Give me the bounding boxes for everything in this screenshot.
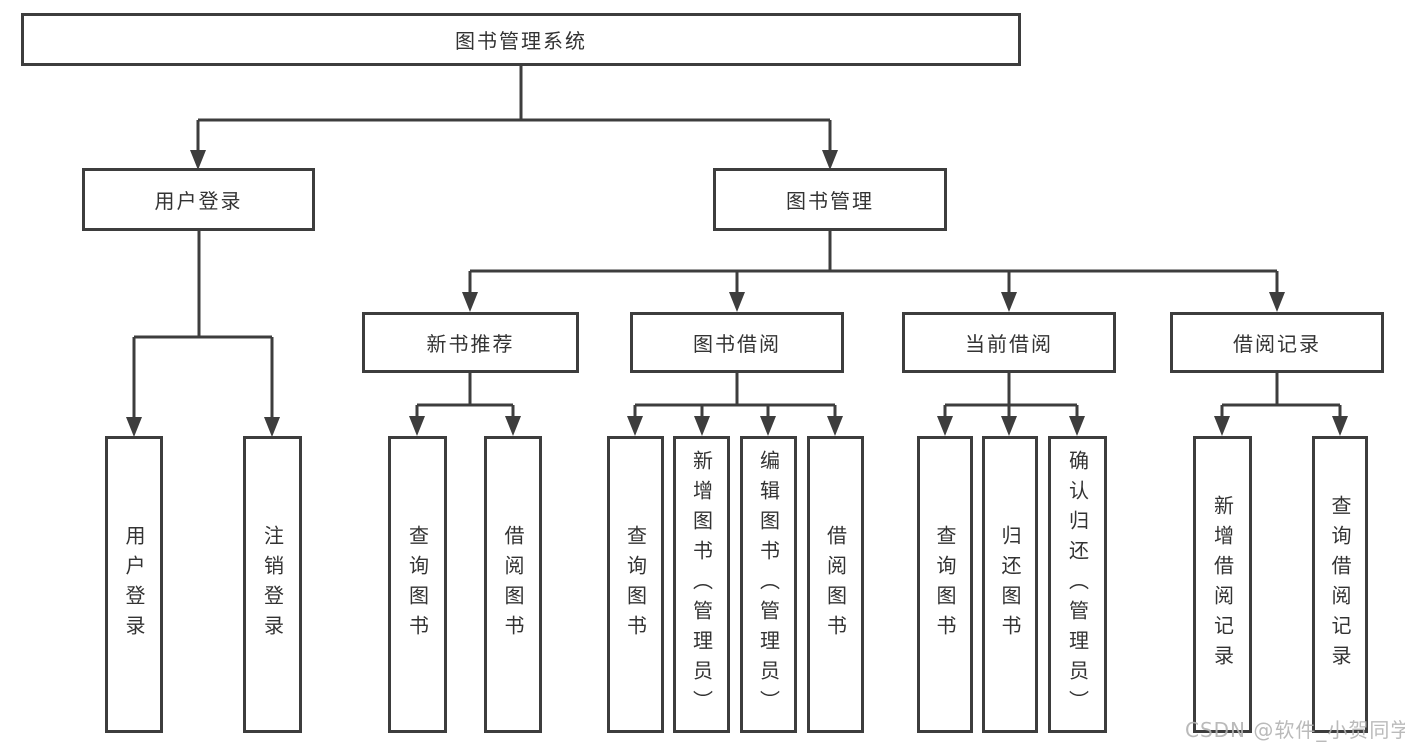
leaf-query-books-recommend: 查询图书 [388, 436, 447, 733]
arrowhead [694, 416, 710, 436]
leaf-query-books-borrow: 查询图书 [607, 436, 664, 733]
connector-borrow-records [1220, 373, 1342, 418]
leaf-borrow-books: 借阅图书 [807, 436, 864, 733]
arrowhead [1332, 416, 1348, 436]
arrowhead [264, 417, 280, 437]
leaf-add-books-admin: 新增图书（管理员） [673, 436, 730, 733]
leaf-add-borrow-record: 新增借阅记录 [1193, 436, 1252, 733]
leaf-confirm-return-admin: 确认归还（管理员） [1048, 436, 1107, 733]
connector-book-borrow [633, 373, 837, 418]
node-borrow-records: 借阅记录 [1170, 312, 1384, 373]
leaf-logout: 注销登录 [243, 436, 302, 733]
connector-current-borrow [943, 373, 1079, 418]
leaf-query-books-current: 查询图书 [917, 436, 973, 733]
arrowhead [827, 416, 843, 436]
arrowhead [126, 417, 142, 437]
arrowhead [1269, 292, 1285, 312]
arrowhead [190, 150, 206, 170]
leaf-query-borrow-record: 查询借阅记录 [1312, 436, 1368, 733]
arrowhead [729, 292, 745, 312]
csdn-watermark: CSDN @软件_小贺同学 [1185, 718, 1405, 742]
leaf-borrow-books-recommend: 借阅图书 [484, 436, 542, 733]
connector-book-management [468, 231, 1279, 294]
node-current-borrow: 当前借阅 [902, 312, 1116, 373]
arrowhead [627, 416, 643, 436]
node-user-login: 用户登录 [82, 168, 315, 231]
arrowhead [760, 416, 776, 436]
connector-user-login [132, 231, 274, 419]
arrowhead [1069, 416, 1085, 436]
arrowhead [505, 416, 521, 436]
arrowhead [1001, 416, 1017, 436]
node-book-management: 图书管理 [713, 168, 947, 231]
leaf-return-books: 归还图书 [982, 436, 1038, 733]
leaf-edit-books-admin: 编辑图书（管理员） [740, 436, 797, 733]
connector-new-book-recommend [415, 373, 515, 418]
arrowhead [409, 416, 425, 436]
node-book-borrow: 图书借阅 [630, 312, 844, 373]
node-new-book-recommend: 新书推荐 [362, 312, 579, 373]
arrowheads [126, 150, 1348, 437]
arrowhead [462, 292, 478, 312]
arrowhead [1214, 416, 1230, 436]
leaf-user-login: 用户登录 [105, 436, 163, 733]
arrowhead [822, 150, 838, 170]
arrowhead [937, 416, 953, 436]
arrowhead [1001, 292, 1017, 312]
node-root-library-management-system: 图书管理系统 [21, 13, 1021, 66]
connector-root [196, 64, 832, 152]
